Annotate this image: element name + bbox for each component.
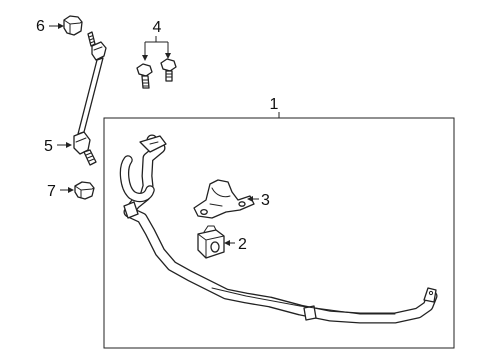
callout-5[interactable]: 5: [44, 138, 72, 155]
stabilizer-bar-right-end: [423, 287, 437, 303]
callout-6[interactable]: 6: [36, 18, 64, 35]
callout-5-number: 5: [44, 138, 53, 155]
bolt-right: [160, 58, 177, 82]
callout-1-number: 1: [270, 96, 279, 113]
bracket-body: [193, 179, 255, 219]
callout-4-number: 4: [153, 19, 162, 36]
stabilizer-bar-collar-left: [123, 201, 139, 219]
stabilizer-bar: [119, 134, 438, 324]
callout-4[interactable]: 4: [142, 19, 171, 61]
bushing-bracket: [193, 179, 255, 219]
callout-3[interactable]: 3: [247, 192, 270, 209]
stabilizer-bar-fill: [124, 135, 437, 323]
stabilizer-bar-outline: [123, 134, 438, 324]
nut-lower-body: [74, 181, 95, 200]
callout-2-number: 2: [238, 236, 247, 253]
callout-4-leader: [144, 36, 169, 58]
bracket-hole: [200, 208, 208, 216]
bushing: [197, 225, 225, 259]
callout-6-number: 6: [36, 18, 45, 35]
bushing-body: [197, 229, 225, 259]
stabilizer-bar-collar-right: [303, 305, 317, 321]
bolt-left-shank: [141, 75, 150, 89]
bolt-right-shank: [165, 70, 173, 82]
callout-2[interactable]: 2: [224, 236, 247, 253]
bushing-hole: [210, 241, 220, 253]
bolt-left: [136, 63, 153, 89]
link-shaft: [77, 57, 104, 135]
stabilizer-bar-left-end: [139, 135, 167, 153]
callout-7-number: 7: [47, 183, 56, 200]
link-upper-joint: [91, 41, 107, 61]
nut-upper: [63, 15, 83, 36]
stabilizer-link: [73, 31, 107, 166]
callout-3-number: 3: [261, 192, 270, 209]
callout-1[interactable]: 1: [270, 96, 280, 118]
callout-7[interactable]: 7: [47, 183, 74, 200]
nut-upper-body: [63, 15, 83, 36]
nut-lower: [74, 181, 95, 200]
